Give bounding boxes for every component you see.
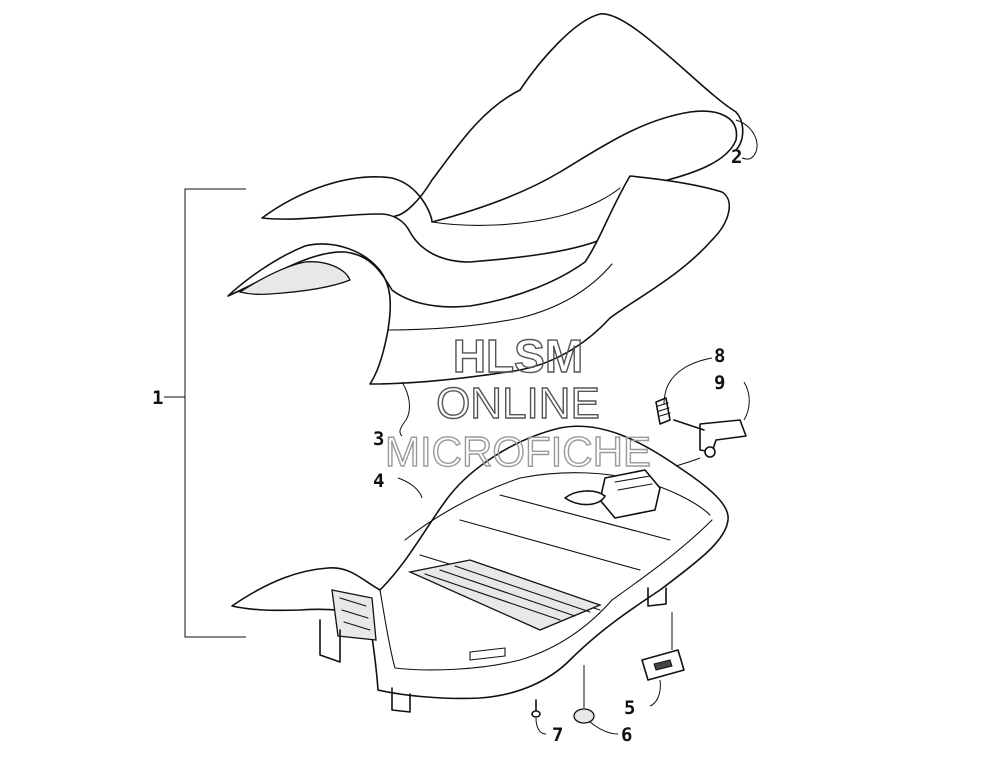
callout-8: 8	[714, 345, 725, 367]
callout-6: 6	[621, 724, 632, 746]
callout-3: 3	[373, 428, 384, 450]
callout-4: 4	[373, 470, 384, 492]
callout-9: 9	[714, 372, 725, 394]
seat-cover	[261, 13, 758, 263]
push-pin	[531, 699, 547, 735]
callout-1: 1	[152, 387, 163, 409]
seat-pan	[231, 425, 729, 713]
callout-2: 2	[731, 146, 742, 168]
grommet	[573, 665, 619, 735]
callout-7: 7	[552, 724, 563, 746]
assembly-bracket	[164, 188, 246, 638]
latch-hardware	[655, 357, 750, 467]
callout-5: 5	[624, 697, 635, 719]
watermark: HLSM ONLINE MICROFICHE	[384, 329, 651, 475]
seat-foam	[227, 175, 731, 437]
bumper-pad	[641, 612, 685, 707]
watermark-line-1: HLSM	[453, 330, 583, 382]
watermark-line-2: ONLINE	[436, 379, 600, 428]
watermark-line-3: MICROFICHE	[385, 428, 651, 475]
